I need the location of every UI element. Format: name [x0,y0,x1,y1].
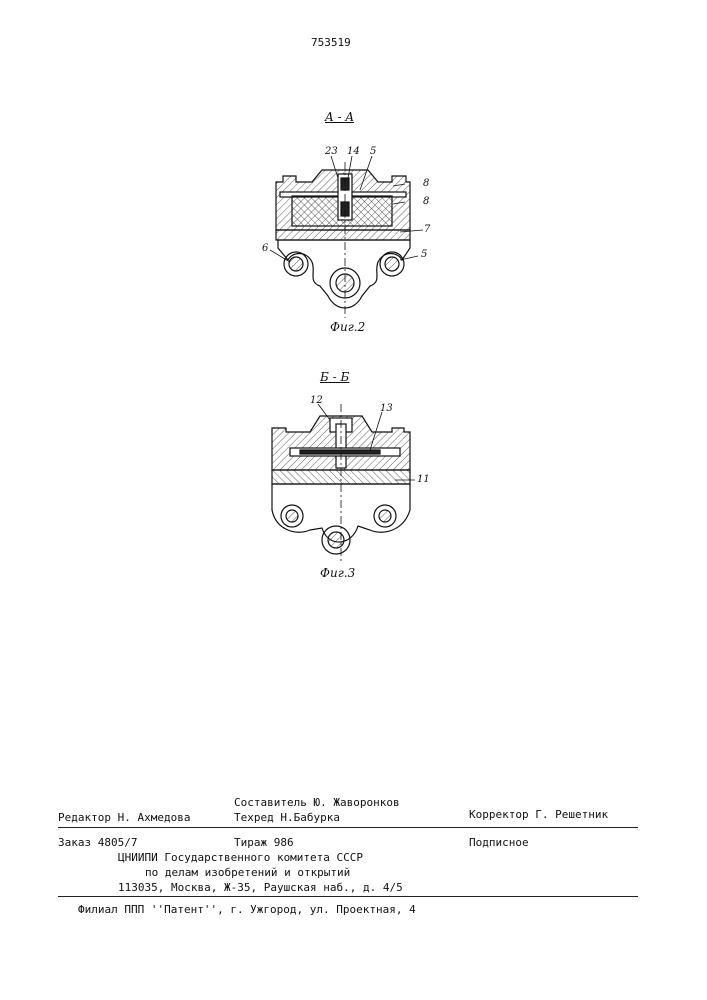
fig2-caption: Фиг.2 [330,320,365,334]
fig2-label-6: 6 [262,243,268,254]
fig2-label-5-top: 5 [370,146,376,157]
fig3-caption: Фиг.3 [320,566,355,580]
fig2-label-7: 7 [424,224,430,235]
section-label-bb: Б - Б [320,370,349,384]
corrector: Корректор Г. Решетник [469,808,608,821]
fig2-label-5-right: 5 [421,249,427,260]
org-line-1: ЦНИИПИ Государственного комитета СССР [118,851,363,864]
fig2-body [276,162,410,318]
order: Заказ 4805/7 [58,836,137,849]
circulation: Тираж 986 [234,836,294,849]
fig3-label-11: 11 [417,474,430,485]
org-line-2: по делам изобретений и открытий [145,866,350,879]
tech-editor: Техред Н.Бабурка [234,811,340,824]
compiler: Составитель Ю. Жаворонков [234,796,400,809]
fig2-label-8-lower: 8 [423,196,429,207]
divider-bottom [58,896,638,897]
fig3-label-12: 12 [310,395,323,406]
divider-top [58,827,638,828]
fig2-label-23: 23 [325,146,338,157]
fig2-label-14: 14 [347,146,360,157]
fig3-label-13: 13 [380,403,393,414]
org-line-3: 113035, Москва, Ж-35, Раушская наб., д. … [118,881,403,894]
subscription: Подписное [469,836,529,849]
fig2-label-8-upper: 8 [423,178,429,189]
editor: Редактор Н. Ахмедова [58,811,190,824]
fig3-body [272,404,410,562]
branch: Филиал ППП ''Патент'', г. Ужгород, ул. П… [78,903,416,916]
